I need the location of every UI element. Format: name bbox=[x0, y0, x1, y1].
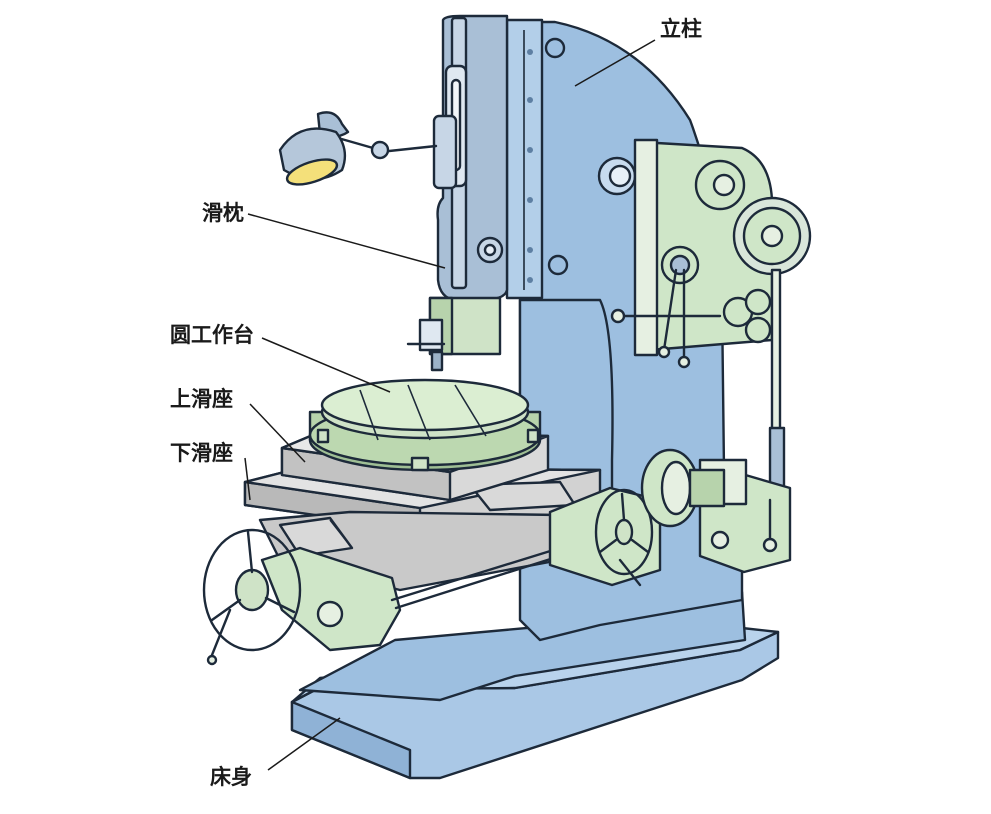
label-ram: 滑枕 bbox=[202, 200, 244, 225]
label-rotary-table: 圆工作台 bbox=[170, 322, 254, 347]
gearbox bbox=[610, 138, 812, 490]
label-upper-slide: 上滑座 bbox=[170, 386, 233, 411]
label-column: 立柱 bbox=[660, 16, 702, 41]
lamp bbox=[278, 111, 438, 186]
side-handwheel bbox=[548, 448, 726, 587]
ram bbox=[406, 14, 509, 372]
rotary-table bbox=[308, 378, 542, 472]
label-lower-slide: 下滑座 bbox=[170, 440, 233, 465]
label-bed: 床身 bbox=[210, 764, 252, 789]
front-bracket bbox=[260, 546, 562, 652]
front-handwheel bbox=[202, 528, 302, 666]
leader-lines bbox=[244, 39, 656, 771]
